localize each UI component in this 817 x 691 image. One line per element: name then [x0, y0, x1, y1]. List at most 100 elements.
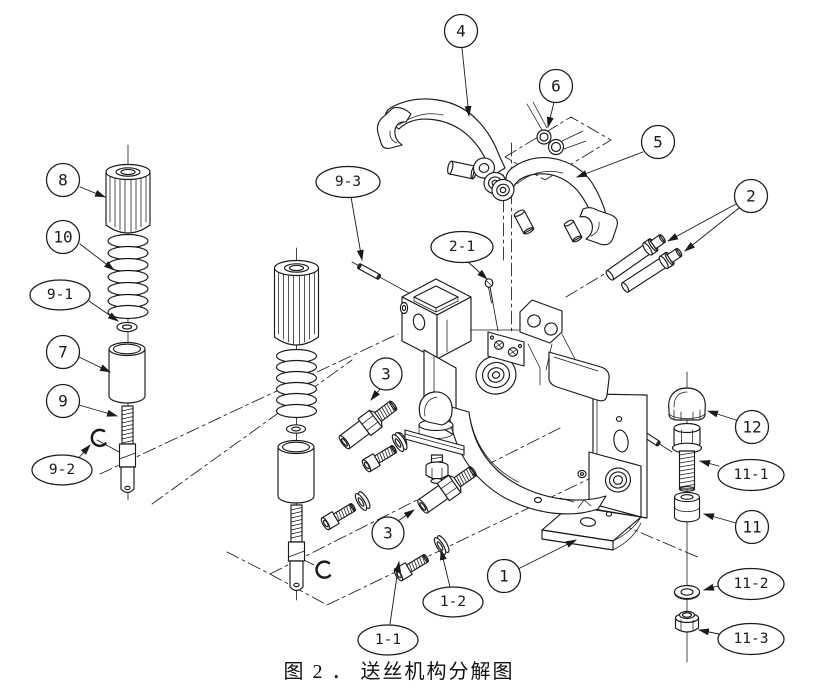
leader-2-1	[466, 260, 488, 280]
part-washer-middle	[285, 424, 307, 434]
svg-text:8: 8	[58, 171, 68, 190]
svg-text:3: 3	[383, 524, 393, 543]
leader-4	[461, 47, 472, 117]
part-fitting-3-upper	[338, 400, 398, 450]
svg-text:1: 1	[499, 567, 509, 586]
part-body-1	[393, 278, 648, 551]
svg-text:1-1: 1-1	[375, 632, 401, 648]
leader-8	[79, 186, 106, 198]
svg-text:7: 7	[58, 343, 68, 362]
leader-10	[79, 243, 115, 271]
part-screw-upper	[361, 445, 397, 473]
part-arm-5	[491, 156, 618, 246]
body-roll-hub	[475, 355, 517, 395]
part-screw-2-1	[484, 278, 494, 304]
part-rod-middle	[287, 504, 306, 592]
leader-9-3	[350, 196, 364, 261]
leader-2b	[684, 207, 740, 252]
body-side-window	[548, 351, 610, 402]
balloon-11: 11	[734, 509, 770, 545]
svg-text:6: 6	[551, 77, 561, 96]
balloon-1-1: 1-1	[357, 624, 419, 656]
part-spring-10	[107, 233, 149, 320]
svg-text:9: 9	[58, 392, 68, 411]
part-washer-1-2	[433, 535, 450, 555]
svg-text:2: 2	[746, 187, 756, 206]
body-pin-bracket	[519, 299, 563, 386]
leader-11-2	[703, 583, 719, 591]
leader-7	[78, 356, 111, 373]
part-spring-clip-6	[526, 101, 587, 156]
leader-lines	[75, 47, 740, 636]
svg-text:9-1: 9-1	[47, 287, 73, 303]
part-bushing-11	[673, 491, 701, 523]
balloon-1-2: 1-2	[422, 586, 484, 618]
svg-text:9-3: 9-3	[335, 174, 361, 190]
balloon-11-2: 11-2	[717, 567, 785, 601]
leader-11	[703, 513, 737, 524]
balloon-11-1: 11-1	[717, 458, 785, 492]
part-pins-2	[605, 234, 683, 293]
svg-text:11: 11	[742, 518, 761, 537]
svg-text:1-2: 1-2	[440, 594, 466, 610]
leader-1-1	[389, 561, 402, 625]
leader-12	[707, 410, 737, 421]
balloon-3-upper: 3	[369, 357, 403, 391]
leader-5	[576, 151, 644, 178]
svg-text:11-3: 11-3	[734, 631, 769, 647]
part-nut-11-3	[674, 610, 700, 633]
balloon-8: 8	[45, 162, 81, 198]
part-eclip-9-2	[90, 428, 107, 448]
part-knob-8	[105, 163, 151, 234]
part-cap-12	[668, 387, 706, 421]
balloon-2-1: 2-1	[430, 230, 494, 264]
svg-text:2-1: 2-1	[449, 239, 475, 255]
part-cup-middle	[277, 439, 315, 504]
balloon-12: 12	[734, 409, 770, 445]
balloon-1: 1	[486, 558, 522, 594]
svg-text:9-2: 9-2	[49, 462, 75, 478]
balloon-10: 10	[45, 219, 81, 255]
part-spring-middle	[275, 348, 318, 419]
body-screw-plate	[487, 331, 525, 367]
svg-text:10: 10	[53, 228, 72, 247]
leader-1	[517, 539, 577, 570]
balloon-2: 2	[733, 178, 769, 214]
leader-3a	[370, 388, 381, 401]
part-washer-11-2	[673, 584, 701, 600]
svg-text:5: 5	[653, 133, 663, 152]
part-washer-lower	[354, 491, 371, 511]
part-rod-9	[118, 405, 137, 494]
part-eclip-middle	[315, 560, 332, 579]
part-washer-upper	[391, 432, 408, 452]
balloon-4: 4	[443, 13, 479, 49]
balloon-3-lower: 3	[371, 516, 405, 550]
svg-text:12: 12	[742, 418, 761, 437]
leader-11-1	[699, 460, 720, 467]
balloon-6: 6	[538, 68, 574, 104]
balloon-11-3: 11-3	[717, 622, 785, 656]
figure-caption: 图 2 ． 送丝机构分解图	[284, 660, 515, 683]
balloon-9-1: 9-1	[29, 279, 91, 311]
part-cup-7	[108, 341, 146, 404]
leader-2a	[667, 203, 737, 242]
part-pin-9-3	[357, 263, 381, 280]
leader-9-1	[88, 300, 119, 322]
part-arm-4	[376, 98, 507, 195]
svg-text:3: 3	[381, 365, 391, 384]
leader-1-2	[439, 549, 451, 588]
leader-9	[78, 404, 118, 417]
balloon-5: 5	[640, 124, 676, 160]
svg-text:11-2: 11-2	[734, 576, 769, 592]
svg-text:4: 4	[456, 22, 466, 41]
part-bolt-11-1	[671, 422, 703, 492]
leader-3b	[397, 509, 415, 522]
balloon-9-3: 9-3	[315, 165, 381, 199]
body-pressure-adjuster	[404, 391, 465, 484]
part-knob-middle	[273, 259, 320, 346]
body-mouth-arch	[447, 405, 607, 515]
balloon-9-2: 9-2	[31, 454, 93, 486]
part-fitting-3-lower	[417, 466, 477, 514]
balloon-7: 7	[45, 334, 81, 370]
part-washer-9-1	[116, 321, 138, 333]
